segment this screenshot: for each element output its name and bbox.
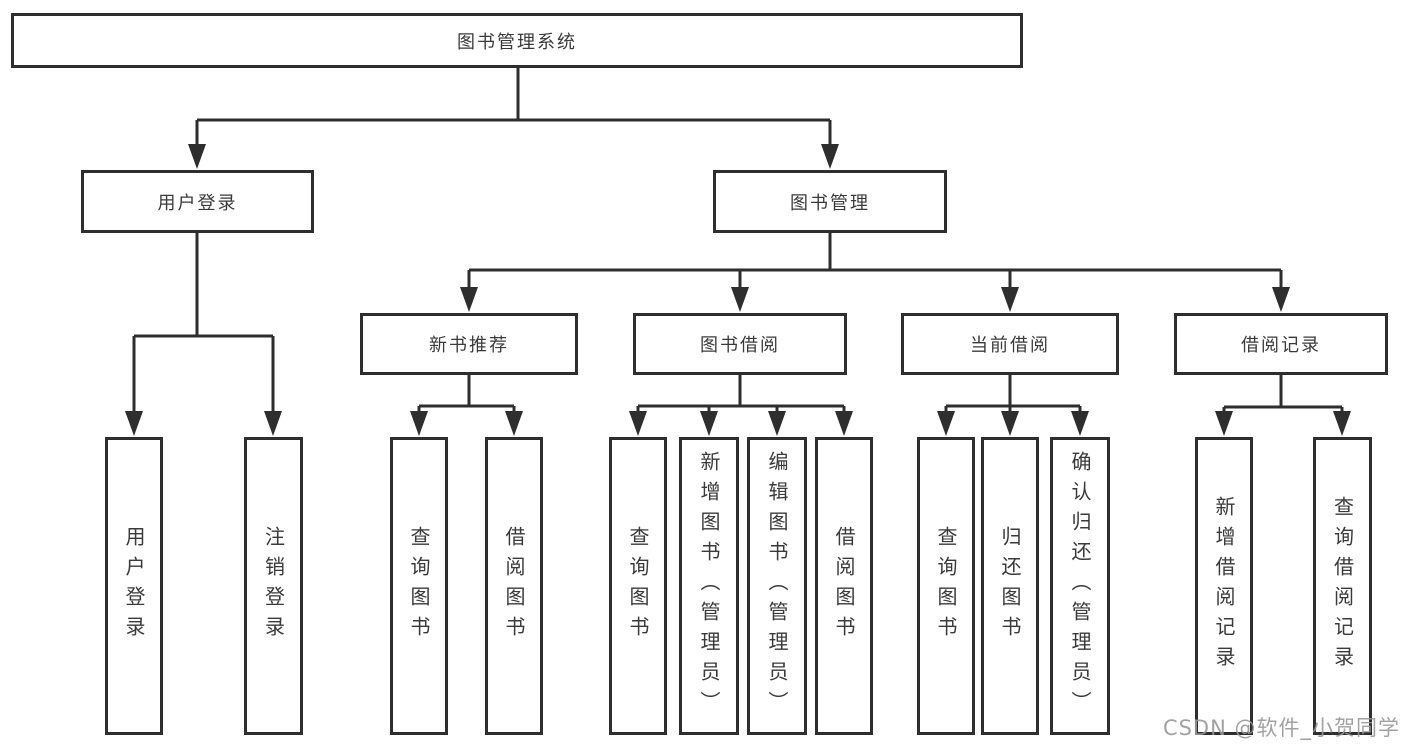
leaf-borrow-edit-books: 编辑图书（管理员） xyxy=(747,437,807,735)
leaf-current-query-books: 查询图书 xyxy=(917,437,975,735)
node-current-borrowing-label: 当前借阅 xyxy=(970,335,1050,356)
node-new-book-recommendation-label: 新书推荐 xyxy=(429,335,509,356)
node-book-borrowing: 图书借阅 xyxy=(633,313,847,375)
node-book-management: 图书管理 xyxy=(713,170,947,233)
leaf-borrow-add-books-label: 新增图书（管理员） xyxy=(697,451,721,721)
leaf-recommend-borrow-books: 借阅图书 xyxy=(485,437,543,735)
leaf-recommend-query-books-label: 查询图书 xyxy=(407,526,431,646)
node-new-book-recommendation: 新书推荐 xyxy=(360,313,578,375)
node-user-login: 用户登录 xyxy=(81,170,314,233)
leaf-user-login: 用户登录 xyxy=(105,437,163,735)
leaf-current-confirm-return-label: 确认归还（管理员） xyxy=(1068,451,1092,721)
leaf-logout-label: 注销登录 xyxy=(261,526,286,646)
leaf-borrow-borrow-books: 借阅图书 xyxy=(815,437,873,735)
watermark: CSDN @软件_小贺同学 xyxy=(1162,716,1400,740)
node-borrowing-records: 借阅记录 xyxy=(1174,313,1388,375)
node-book-borrowing-label: 图书借阅 xyxy=(700,335,780,356)
node-book-management-label: 图书管理 xyxy=(790,192,870,214)
leaf-current-confirm-return: 确认归还（管理员） xyxy=(1050,437,1110,735)
leaf-borrow-query-books-label: 查询图书 xyxy=(626,526,650,646)
leaf-borrow-add-books: 新增图书（管理员） xyxy=(679,437,739,735)
leaf-borrow-edit-books-label: 编辑图书（管理员） xyxy=(765,451,789,721)
node-root-label: 图书管理系统 xyxy=(457,31,577,53)
leaf-records-query-record: 查询借阅记录 xyxy=(1313,437,1372,735)
leaf-current-query-books-label: 查询图书 xyxy=(934,526,958,646)
leaf-recommend-query-books: 查询图书 xyxy=(390,437,448,735)
node-user-login-label: 用户登录 xyxy=(157,192,238,214)
leaf-borrow-query-books: 查询图书 xyxy=(609,437,667,735)
leaf-records-query-record-label: 查询借阅记录 xyxy=(1330,496,1355,676)
leaf-records-add-record: 新增借阅记录 xyxy=(1195,437,1253,735)
leaf-recommend-borrow-books-label: 借阅图书 xyxy=(502,526,526,646)
leaf-logout: 注销登录 xyxy=(244,437,303,735)
leaf-user-login-label: 用户登录 xyxy=(122,526,146,646)
node-root: 图书管理系统 xyxy=(11,13,1023,68)
node-current-borrowing: 当前借阅 xyxy=(901,313,1119,375)
leaf-borrow-borrow-books-label: 借阅图书 xyxy=(832,526,856,646)
leaf-current-return-books: 归还图书 xyxy=(981,437,1039,735)
node-borrowing-records-label: 借阅记录 xyxy=(1241,335,1321,356)
leaf-records-add-record-label: 新增借阅记录 xyxy=(1212,496,1236,676)
leaf-current-return-books-label: 归还图书 xyxy=(998,526,1022,646)
